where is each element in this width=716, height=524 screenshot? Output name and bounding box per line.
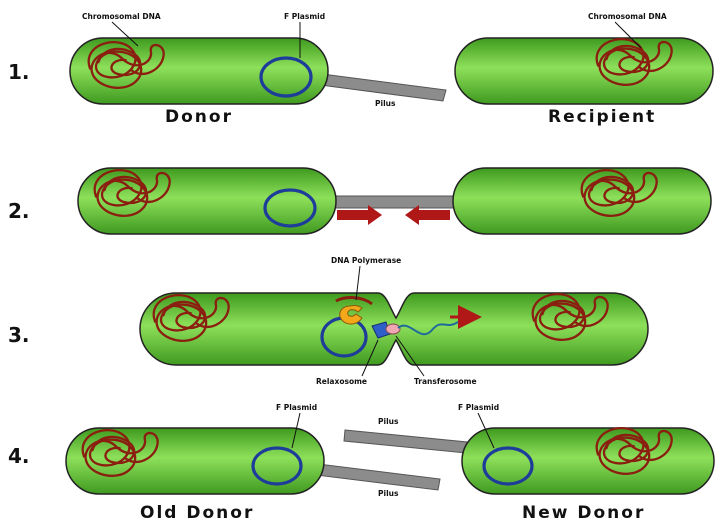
- old-donor-label: Old Donor: [140, 503, 254, 523]
- transferosome-icon: [386, 324, 400, 334]
- pilus-step2: [325, 196, 460, 208]
- pilus-label-step4-bottom: Pilus: [378, 489, 399, 498]
- pilus-step1: [320, 74, 446, 101]
- step-number-2: 2.: [8, 199, 30, 223]
- f-plasmid-label-new-donor: F Plasmid: [458, 403, 499, 412]
- pilus-label-step4-top: Pilus: [378, 417, 399, 426]
- dna-polymerase-label: DNA Polymerase: [331, 256, 401, 265]
- chromosomal-dna-label-recipient: Chromosomal DNA: [588, 12, 667, 21]
- recipient-cell-step2: [453, 168, 711, 234]
- relaxosome-label: Relaxosome: [316, 377, 367, 386]
- recipient-label: Recipient: [548, 107, 656, 127]
- recipient-cell: [455, 38, 713, 104]
- pilus-step4-bottom: [316, 464, 440, 490]
- chromosomal-dna-label-donor: Chromosomal DNA: [82, 12, 161, 21]
- pilus-step4-top: [344, 430, 467, 453]
- donor-label: Donor: [165, 107, 233, 127]
- step-number-1: 1.: [8, 60, 30, 84]
- transferosome-label: Transferosome: [414, 377, 477, 386]
- donor-cell: [70, 38, 328, 104]
- f-plasmid-label-old-donor: F Plasmid: [276, 403, 317, 412]
- step-number-3: 3.: [8, 323, 30, 347]
- f-plasmid-label-step1: F Plasmid: [284, 12, 325, 21]
- step-number-4: 4.: [8, 444, 30, 468]
- pilus-label-step1: Pilus: [375, 99, 396, 108]
- new-donor-label: New Donor: [522, 503, 645, 523]
